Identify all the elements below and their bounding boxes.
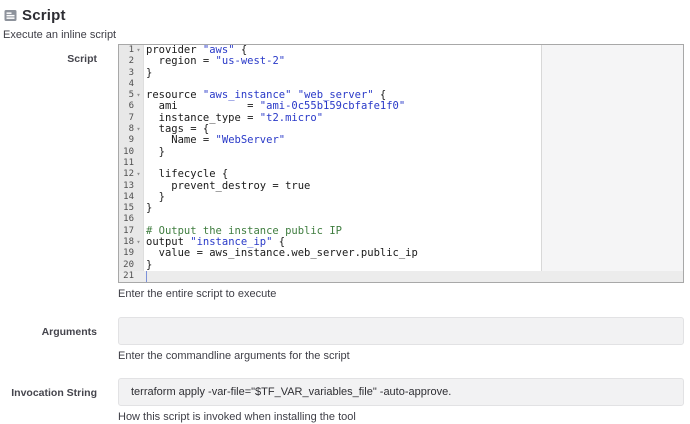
- script-field-row: Script 1▾provider "aws" {2 region = "us-…: [3, 44, 684, 301]
- line-number: 3: [128, 67, 134, 78]
- code-text: # Output the instance public IP: [146, 224, 342, 237]
- line-number: 21: [123, 270, 134, 281]
- code-line[interactable]: 12▾ lifecycle {: [119, 169, 683, 180]
- line-number: 9: [128, 135, 134, 146]
- code-lines: 1▾provider "aws" {2 region = "us-west-2"…: [119, 45, 683, 282]
- code-text: }: [146, 145, 165, 158]
- code-line[interactable]: 18▾output "instance_ip" {: [119, 236, 683, 249]
- editor-gutter: [119, 45, 144, 282]
- code-text: instance_type = "t2.micro": [146, 111, 324, 124]
- code-line[interactable]: 17 # Output the instance public IP: [119, 224, 683, 237]
- line-number: 8▾: [119, 124, 143, 135]
- script-code-editor[interactable]: 1▾provider "aws" {2 region = "us-west-2"…: [118, 44, 684, 283]
- page-subtitle: Execute an inline script: [3, 29, 117, 41]
- code-line[interactable]: 2 region = "us-west-2": [119, 56, 683, 67]
- code-text: }: [146, 258, 153, 271]
- line-number: 16: [123, 214, 134, 225]
- invocation-help-text: How this script is invoked when installi…: [118, 411, 356, 423]
- arguments-input[interactable]: [118, 317, 684, 345]
- line-number: 7: [128, 112, 134, 123]
- line-number: 5▾: [119, 90, 143, 101]
- code-line[interactable]: 11: [119, 158, 683, 169]
- line-number: 13: [123, 180, 134, 191]
- script-help-text: Enter the entire script to execute: [118, 288, 277, 300]
- code-line[interactable]: 13 prevent_destroy = true: [119, 179, 683, 192]
- code-line[interactable]: 3}: [119, 66, 683, 79]
- arguments-help-text: Enter the commandline arguments for the …: [118, 350, 350, 362]
- page-title: Script: [22, 6, 66, 24]
- script-field-label: Script: [67, 53, 97, 65]
- code-text: provider "aws" {: [146, 44, 248, 56]
- line-number: 6: [128, 101, 134, 112]
- invocation-string-field-label: Invocation String: [11, 387, 97, 399]
- code-text: resource "aws_instance" "web_server" {: [146, 89, 387, 102]
- code-line[interactable]: 21: [119, 271, 683, 282]
- code-line[interactable]: 14 }: [119, 190, 683, 203]
- script-panel-icon: [4, 9, 17, 22]
- code-text: }: [146, 66, 153, 79]
- page-header: Script: [3, 6, 684, 24]
- editor-text-cursor: [146, 271, 147, 282]
- code-line[interactable]: 10 }: [119, 145, 683, 158]
- code-text: value = aws_instance.web_server.public_i…: [146, 247, 418, 260]
- code-text: ami = "ami-0c55b159cbfafe1f0": [146, 100, 406, 113]
- line-number: 11: [123, 157, 134, 168]
- line-number: 2: [128, 56, 134, 67]
- code-line[interactable]: 20}: [119, 258, 683, 271]
- editor-print-margin-area: [541, 45, 683, 282]
- line-number: 17: [123, 225, 134, 236]
- line-number: 10: [123, 146, 134, 157]
- code-text: tags = {: [146, 123, 210, 136]
- code-line[interactable]: 15}: [119, 203, 683, 214]
- line-number: 1▾: [119, 45, 143, 56]
- code-text: lifecycle {: [146, 168, 229, 181]
- fold-arrow-icon[interactable]: ▾: [136, 46, 141, 54]
- code-text: }: [146, 190, 165, 203]
- code-text: Name = "WebServer": [146, 134, 286, 147]
- line-number: 12▾: [119, 169, 143, 180]
- line-number: 15: [123, 203, 134, 214]
- script-form-page: Script Execute an inline script Script 1…: [3, 6, 684, 423]
- line-number: 18▾: [119, 237, 143, 248]
- line-number: 20: [123, 259, 134, 270]
- line-number: 19: [123, 248, 134, 259]
- code-line[interactable]: 19 value = aws_instance.web_server.publi…: [119, 248, 683, 259]
- fold-arrow-icon[interactable]: ▾: [136, 125, 141, 134]
- code-text: output "instance_ip" {: [146, 236, 286, 249]
- line-number: 4: [128, 78, 134, 89]
- fold-arrow-icon[interactable]: ▾: [136, 238, 141, 247]
- code-text: prevent_destroy = true: [146, 179, 311, 192]
- code-line[interactable]: 5▾resource "aws_instance" "web_server" {: [119, 90, 683, 101]
- editor-active-line-highlight: [119, 271, 683, 282]
- code-text: }: [146, 202, 153, 215]
- code-line[interactable]: 7 instance_type = "t2.micro": [119, 111, 683, 124]
- code-text: region = "us-west-2": [146, 55, 286, 68]
- code-line[interactable]: 9 Name = "WebServer": [119, 135, 683, 146]
- code-line[interactable]: 6 ami = "ami-0c55b159cbfafe1f0": [119, 101, 683, 112]
- fold-arrow-icon[interactable]: ▾: [136, 91, 141, 100]
- code-line[interactable]: 8▾ tags = {: [119, 123, 683, 136]
- arguments-field-row: Arguments Enter the commandline argument…: [3, 317, 684, 363]
- invocation-string-field-row: Invocation String How this script is inv…: [3, 378, 684, 424]
- fold-arrow-icon[interactable]: ▾: [136, 170, 141, 179]
- code-line[interactable]: 4: [119, 79, 683, 90]
- line-number: 14: [123, 191, 134, 202]
- arguments-field-label: Arguments: [41, 326, 97, 338]
- invocation-string-input[interactable]: [118, 378, 684, 406]
- code-line[interactable]: 1▾provider "aws" {: [119, 45, 683, 56]
- code-line[interactable]: 16: [119, 214, 683, 225]
